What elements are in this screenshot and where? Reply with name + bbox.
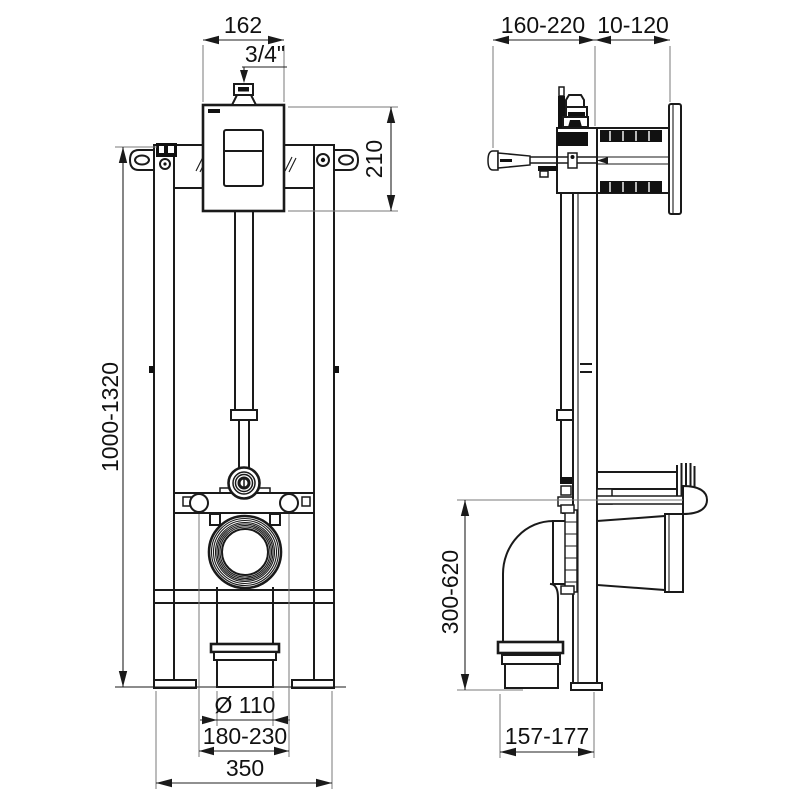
flush-pipe	[230, 210, 258, 468]
frame-post-right	[313, 144, 335, 683]
dim-valve-height: 210	[288, 106, 398, 212]
dim-label-fixing-spacing: 180-230	[203, 723, 287, 749]
side-frame-post	[572, 192, 598, 684]
dim-label-outlet-offset: 157-177	[505, 723, 589, 749]
dim-label-outlet-diameter: Ø 110	[215, 692, 276, 718]
inspection-window	[223, 129, 264, 187]
valve-label	[208, 109, 220, 113]
dim-wall-offset: 10-120	[595, 12, 671, 102]
side-upper-bar	[596, 463, 696, 498]
post-mark-left	[149, 366, 154, 373]
dim-label-frame-depth: 160-220	[501, 12, 585, 38]
flush-sleeve	[596, 127, 671, 194]
side-view	[487, 86, 709, 691]
inlet-fitting	[227, 466, 261, 500]
fixing-rod-right	[279, 493, 299, 513]
side-inlet-assembly	[557, 86, 589, 146]
dim-label-overall-width: 350	[226, 755, 264, 781]
bracket-bolt-center	[320, 157, 326, 163]
foot-plate-left	[153, 679, 197, 689]
side-dimensions: 160-220 10-120 300-620 157-177	[437, 12, 683, 758]
side-foot-plate	[570, 682, 603, 691]
dim-outlet-offset: 157-177	[499, 692, 595, 758]
front-dimensions: 162 3/4" 210 1000-1320	[97, 12, 398, 789]
wall-bracket-left	[128, 149, 155, 171]
dim-label-inlet-thread: 3/4"	[245, 41, 285, 67]
dim-label-valve-height: 210	[361, 140, 387, 178]
dim-label-valve-width: 162	[224, 12, 262, 38]
bracket-clamp	[156, 143, 177, 170]
wall-flange	[668, 103, 682, 215]
drain-socket	[209, 642, 281, 688]
dim-label-outlet-height: 300-620	[437, 550, 463, 634]
outlet-elbow	[502, 519, 559, 643]
dim-label-frame-height: 1000-1320	[97, 362, 123, 472]
front-view	[115, 83, 360, 689]
outlet-flange	[207, 513, 283, 590]
frame-post-left	[153, 144, 175, 683]
dim-valve-width: 162	[202, 12, 285, 102]
dim-overall-width: 350	[155, 691, 333, 789]
dim-frame-depth: 160-220	[492, 12, 596, 148]
wall-bracket-right	[333, 149, 360, 171]
drain-pipe-upper	[216, 587, 274, 646]
dim-label-wall-offset: 10-120	[597, 12, 669, 38]
hook-right	[301, 496, 311, 507]
post-mark-right	[334, 366, 339, 373]
dim-frame-height: 1000-1320	[97, 146, 157, 687]
dim-inlet-thread: 3/4"	[240, 41, 287, 83]
adjustment-marks	[580, 363, 592, 373]
water-inlet-tap	[230, 83, 258, 106]
wc-outlet-sleeve	[596, 513, 684, 593]
foot-plate-right	[291, 679, 335, 689]
lower-crossbar	[153, 589, 335, 604]
dim-fixing-spacing: 180-230	[198, 514, 290, 757]
flush-valve-box	[201, 103, 286, 213]
dim-outlet-height: 300-620	[437, 499, 683, 691]
side-bracket-arm	[487, 150, 597, 178]
dim-outlet-diameter: Ø 110	[200, 691, 290, 726]
outlet-mechanism	[552, 504, 578, 595]
fixing-rod-left	[189, 493, 209, 513]
side-drain-socket	[496, 640, 565, 689]
